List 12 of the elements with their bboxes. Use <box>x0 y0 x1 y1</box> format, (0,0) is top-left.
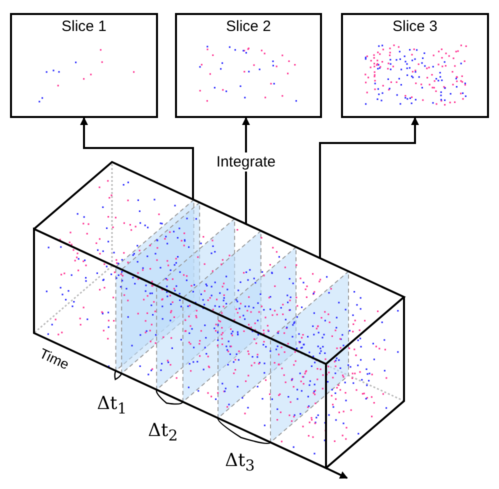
arrow <box>80 117 194 200</box>
interval-label: Δt$_{2}$ <box>148 420 178 445</box>
arrow <box>319 117 419 258</box>
slice-frame <box>10 13 158 118</box>
slice-title: Slice 1 <box>61 18 107 35</box>
slice-title: Slice 3 <box>392 18 438 35</box>
interval-label: Δt$_{3}$ <box>225 450 255 475</box>
interval-label: Δt$_{1}$ <box>97 393 127 418</box>
axis-label: Time <box>37 345 72 372</box>
slice-title: Slice 2 <box>226 18 272 35</box>
slice-frame <box>341 13 489 118</box>
slice-frame <box>175 13 322 118</box>
